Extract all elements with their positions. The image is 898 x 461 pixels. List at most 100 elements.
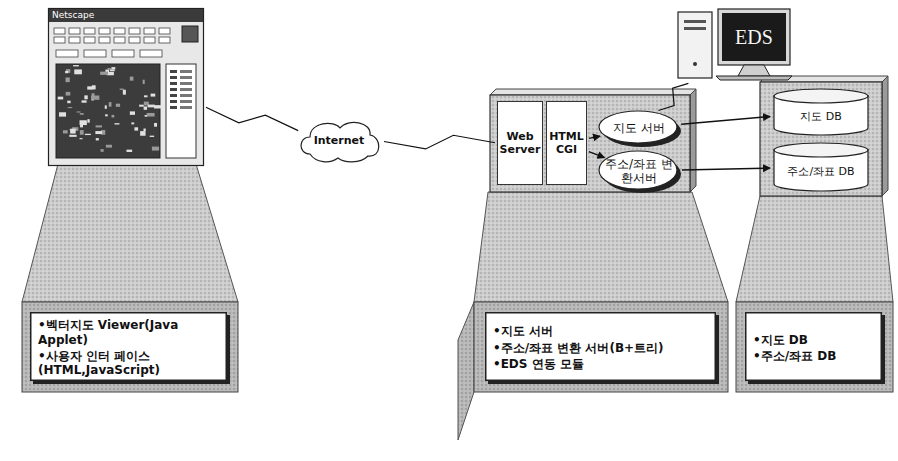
nav-button bbox=[56, 50, 78, 57]
map-texture bbox=[82, 100, 87, 102]
nav-button bbox=[140, 50, 162, 57]
node-label: •주소/좌표 DB bbox=[753, 349, 836, 363]
toolbar-button bbox=[99, 28, 110, 34]
panel-item bbox=[180, 82, 192, 85]
map-view bbox=[56, 64, 160, 158]
text-area: HTML CGI bbox=[546, 101, 587, 185]
map-texture bbox=[144, 106, 147, 109]
cylinder-top bbox=[774, 89, 868, 103]
internet-cloud bbox=[301, 122, 379, 161]
node-label: Netscape bbox=[52, 10, 94, 21]
slab-side bbox=[458, 302, 474, 440]
toolbar-button bbox=[144, 28, 155, 34]
map-texture bbox=[96, 125, 102, 127]
text-box bbox=[31, 313, 227, 381]
map-texture bbox=[101, 149, 104, 152]
map-texture bbox=[107, 68, 111, 70]
toolbar-button bbox=[84, 28, 95, 34]
toolbar-button bbox=[69, 28, 80, 34]
panel-item bbox=[170, 70, 177, 73]
monitor-screen bbox=[722, 13, 786, 61]
node-label: Web Server bbox=[499, 130, 541, 156]
server-ellipse bbox=[599, 151, 677, 189]
map-texture bbox=[87, 119, 89, 123]
keyboard bbox=[716, 76, 792, 80]
slab-front bbox=[22, 302, 238, 392]
toolbar-button bbox=[99, 37, 110, 43]
panel-item bbox=[170, 100, 177, 103]
map-texture bbox=[77, 111, 81, 112]
node-label: •주소/좌표 변환 서버(B+트리) bbox=[493, 341, 664, 355]
node-label: 주소/좌표 변환서버 bbox=[604, 157, 674, 186]
cloud-node: Internet bbox=[296, 118, 382, 164]
text-area: 지도 서버 bbox=[604, 112, 674, 144]
text-area: 주소/좌표 DB bbox=[776, 156, 866, 188]
toolbar-button bbox=[159, 37, 170, 43]
eds-outline bbox=[672, 4, 794, 82]
panel-item bbox=[180, 100, 192, 103]
text-area: Web Server bbox=[497, 101, 543, 185]
toolbar-button bbox=[54, 37, 65, 43]
map-texture bbox=[111, 67, 115, 69]
toolbar-button bbox=[54, 28, 65, 34]
node-label: •사용자 인터 페이스 (HTML,JavaScript) bbox=[38, 349, 222, 378]
side-panel bbox=[166, 64, 196, 158]
map-texture bbox=[63, 130, 68, 133]
map-texture bbox=[144, 95, 147, 97]
map-texture bbox=[66, 77, 70, 82]
map-texture bbox=[154, 123, 157, 127]
node-label: •벡터지도 Viewer(Java Applet) bbox=[38, 318, 222, 347]
lightning-link bbox=[206, 107, 298, 130]
text-area: •지도 서버•주소/좌표 변환 서버(B+트리)•EDS 연동 모듈 bbox=[485, 312, 719, 384]
panel-item bbox=[180, 70, 192, 73]
logo bbox=[182, 26, 198, 42]
map-texture bbox=[106, 145, 112, 148]
text-area: Netscape bbox=[52, 9, 172, 22]
map-texture bbox=[84, 95, 87, 99]
map-texture bbox=[112, 115, 115, 118]
map-texture bbox=[105, 114, 108, 116]
map-texture bbox=[105, 105, 107, 108]
node-label: •지도 서버 bbox=[493, 324, 553, 338]
map-texture bbox=[66, 69, 70, 73]
node-label: HTML CGI bbox=[548, 130, 585, 156]
map-texture bbox=[154, 105, 161, 108]
node-label: •지도 DB bbox=[753, 333, 808, 347]
text-area: •벡터지도 Viewer(Java Applet)•사용자 인터 페이스 (HT… bbox=[30, 312, 230, 384]
nav-button bbox=[84, 50, 106, 57]
server-ellipse bbox=[599, 111, 677, 143]
panel-item bbox=[180, 106, 192, 109]
drive-slot bbox=[684, 20, 706, 23]
panel-item bbox=[180, 94, 192, 97]
title-bar bbox=[49, 9, 203, 22]
node-label: 지도 DB bbox=[800, 110, 842, 123]
panel-top bbox=[490, 89, 696, 95]
map-texture bbox=[95, 131, 102, 134]
panel-item bbox=[170, 94, 177, 97]
drive-slot bbox=[684, 27, 706, 30]
map-texture bbox=[145, 115, 148, 117]
browser-frame bbox=[49, 9, 204, 166]
panel-side bbox=[690, 89, 696, 192]
arrow-connector bbox=[682, 168, 770, 170]
map-texture bbox=[123, 90, 126, 95]
node-label: EDS bbox=[735, 25, 773, 49]
slab-top bbox=[736, 196, 893, 302]
toolbar-button bbox=[69, 37, 80, 43]
map-texture bbox=[139, 105, 144, 107]
textbox-node: •지도 서버•주소/좌표 변환 서버(B+트리)•EDS 연동 모듈 bbox=[485, 312, 719, 384]
cyl-node: 지도 DB bbox=[772, 88, 870, 136]
slab-top bbox=[22, 164, 238, 302]
map-texture bbox=[100, 72, 108, 75]
map-texture bbox=[148, 105, 155, 108]
map-texture bbox=[130, 111, 135, 114]
panel-item bbox=[170, 88, 177, 91]
map-texture bbox=[73, 65, 79, 66]
map-texture bbox=[114, 123, 119, 124]
node-label: 지도 서버 bbox=[613, 121, 665, 135]
textbox-node: •벡터지도 Viewer(Java Applet)•사용자 인터 페이스 (HT… bbox=[30, 312, 230, 384]
power-button bbox=[693, 62, 697, 66]
map-texture bbox=[140, 131, 145, 136]
rect-node: HTML CGI bbox=[546, 101, 587, 185]
